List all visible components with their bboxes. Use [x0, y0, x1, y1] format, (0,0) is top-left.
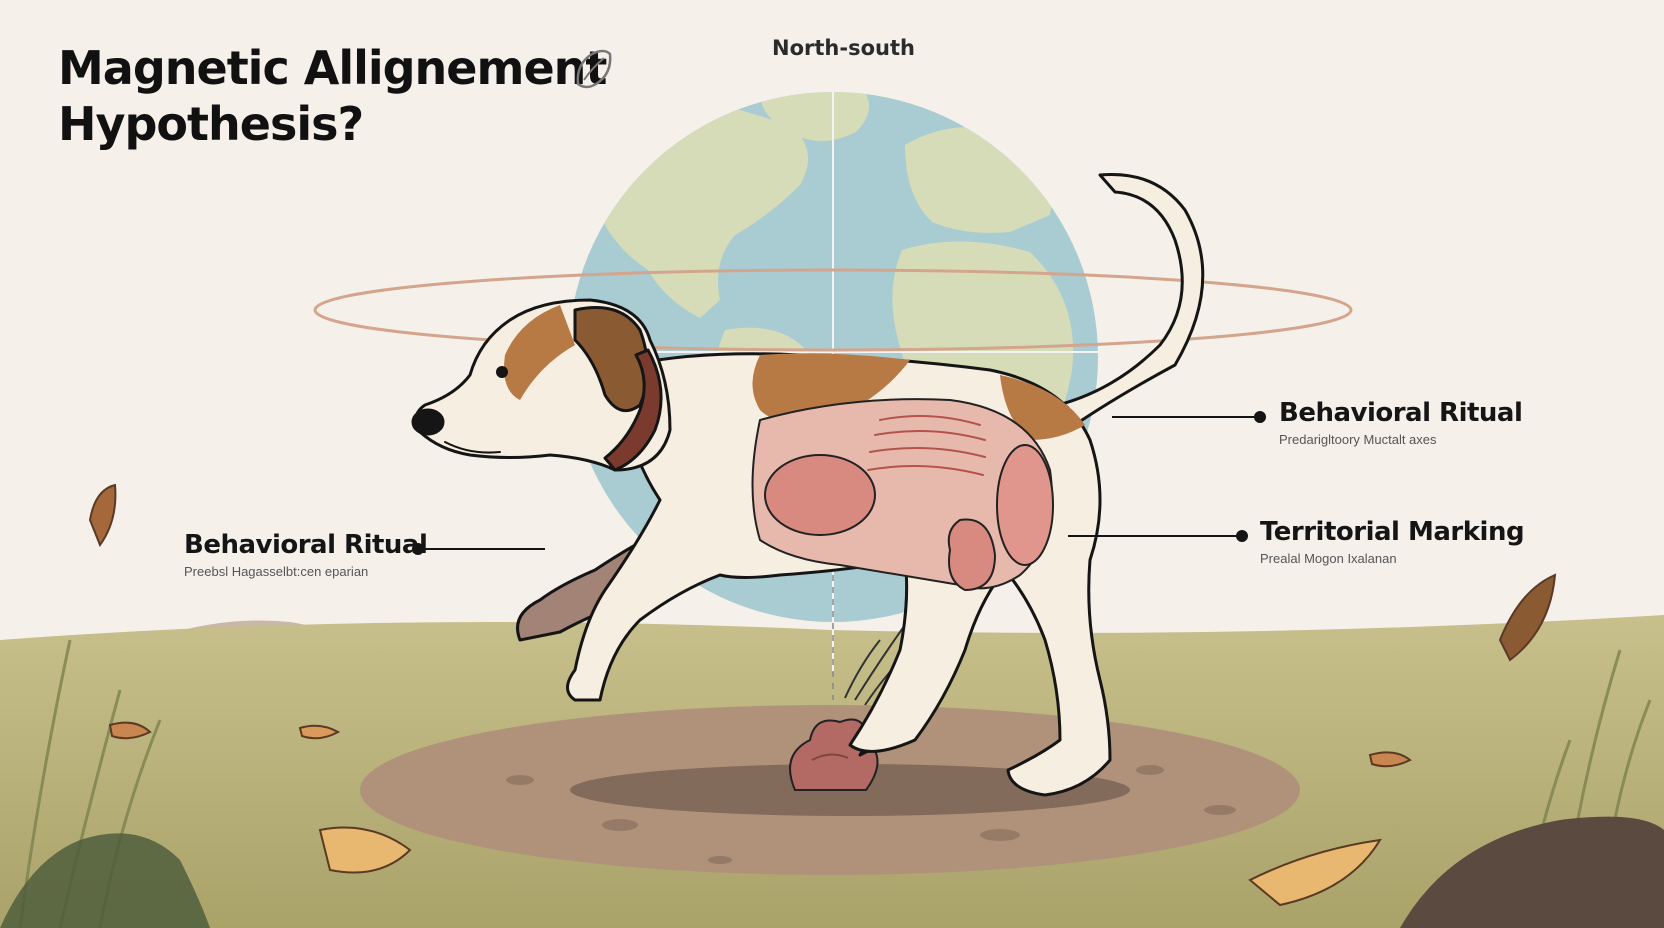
- callout-heading: Territorial Marking: [1260, 517, 1525, 547]
- dog-stomach: [764, 454, 876, 536]
- dog-illustration: [411, 172, 1205, 797]
- dog-collar: [603, 348, 663, 472]
- callout-behavioral-ritual-right: Behavioral Ritual Predarigltoory Muctalt…: [1279, 398, 1523, 447]
- leaf-decoration: [88, 483, 1557, 907]
- page-title: Magnetic Allignement Hypothesis?: [58, 40, 607, 152]
- continent-greenland: [760, 92, 869, 141]
- leaf: [108, 721, 152, 740]
- dog-eye: [496, 366, 508, 378]
- dog-mouth: [444, 441, 501, 454]
- leaf: [88, 483, 117, 548]
- leaf: [1368, 751, 1412, 768]
- north-south-label: North-south: [772, 36, 915, 60]
- leaf: [318, 826, 412, 874]
- leaf: [298, 724, 341, 740]
- ground-pebbles: [506, 765, 1236, 864]
- callout-heading: Behavioral Ritual: [184, 530, 428, 560]
- leaf: [1248, 838, 1382, 907]
- dog-intestines: [867, 415, 986, 476]
- callout-subtext: Prealal Mogon Ixalanan: [1260, 551, 1397, 566]
- callout-connectors: [412, 411, 1266, 555]
- dog-back-spot: [752, 353, 910, 424]
- callout-subtext: Preebsl Hagasselbt:cen eparian: [184, 564, 369, 579]
- callout-subtext: Predarigltoory Muctalt axes: [1279, 432, 1437, 447]
- dog-rectal-organ: [947, 518, 996, 591]
- dog-tail: [1056, 172, 1205, 437]
- dog-nose: [411, 408, 445, 436]
- callout-heading: Behavioral Ritual: [1279, 398, 1523, 428]
- callout-behavioral-ritual-left: Behavioral Ritual Preebsl Hagasselbt:cen…: [184, 530, 428, 579]
- callout-territorial-marking: Territorial Marking Prealal Mogon Ixalan…: [1260, 517, 1525, 566]
- foreground-rock: [1400, 816, 1664, 928]
- title-line-1: Magnetic Allignement: [58, 41, 607, 95]
- dog-hip-spot: [1000, 375, 1085, 440]
- title-line-2: Hypothesis?: [58, 97, 364, 151]
- foreground-bush: [0, 833, 210, 928]
- dog-head-patch: [504, 305, 575, 400]
- leaf-outline-icon: [576, 49, 612, 89]
- leaf: [1498, 573, 1557, 662]
- magnetic-field-ring: [313, 268, 1353, 352]
- dog-kidney: [996, 444, 1054, 566]
